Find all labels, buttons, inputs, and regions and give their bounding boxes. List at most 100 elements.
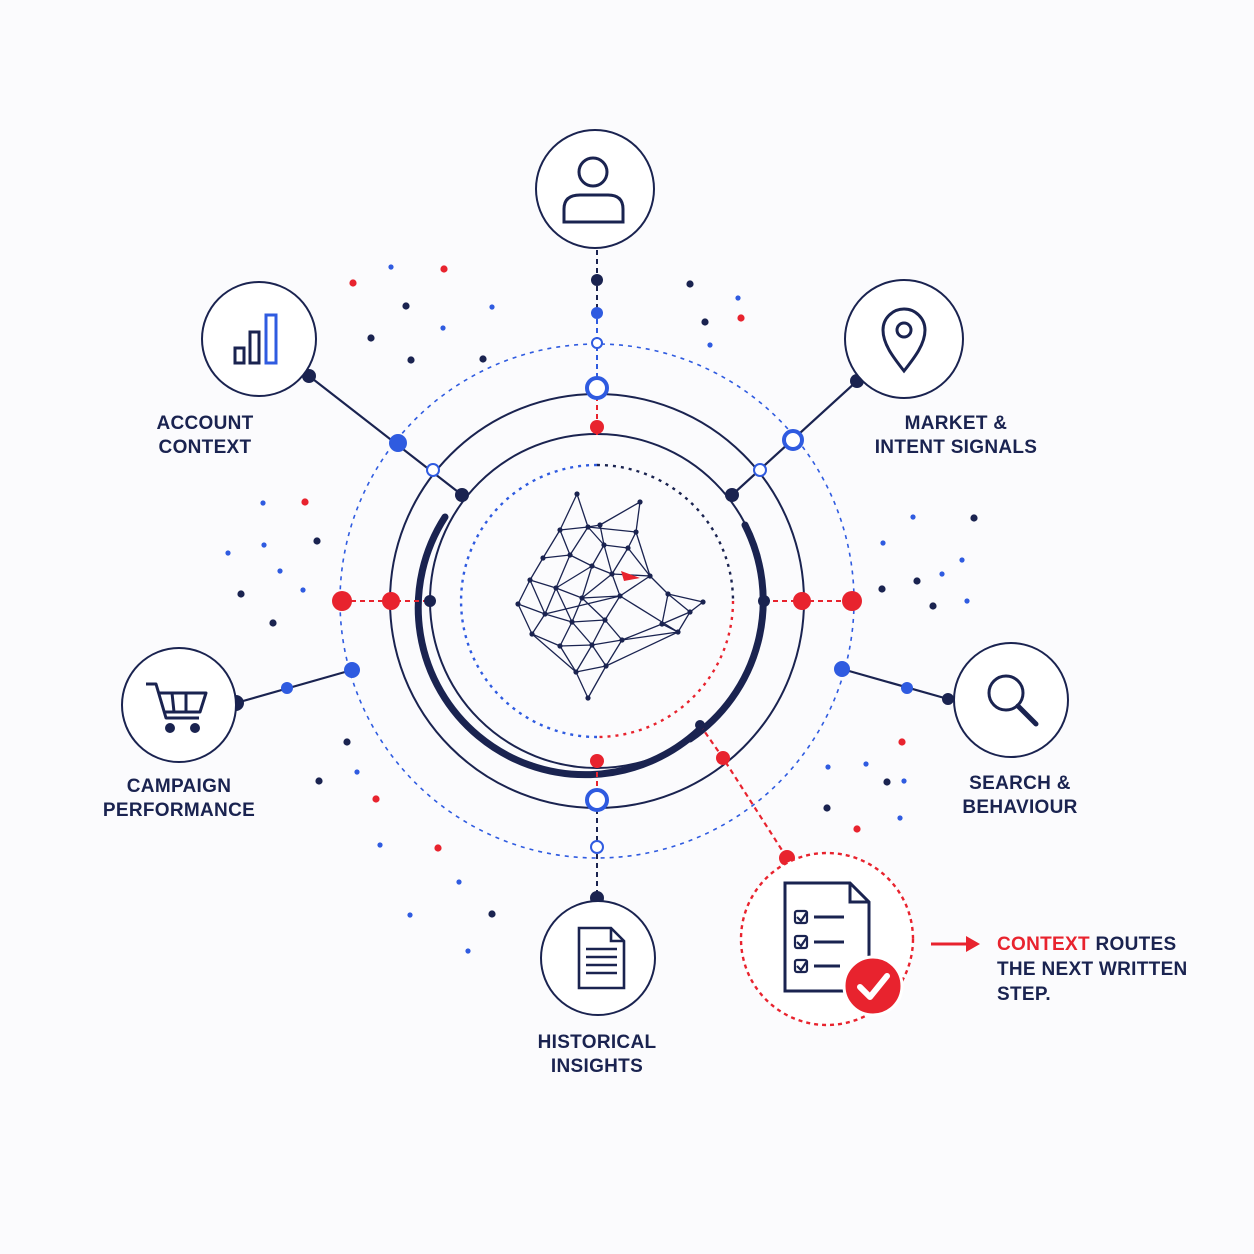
shopping-cart-icon xyxy=(146,682,208,733)
location-pin-icon xyxy=(881,307,927,374)
wolf-edge xyxy=(619,595,679,633)
node-label-market: MARKET & INTENT SIGNALS xyxy=(856,412,1056,460)
node-label-campaign: CAMPAIGN PERFORMANCE xyxy=(79,775,279,823)
wolf-edge xyxy=(591,565,613,575)
wolf-edge xyxy=(661,611,691,625)
wolf-vertex xyxy=(675,629,681,635)
connector-dot xyxy=(590,420,604,434)
bar-chart-icon xyxy=(233,313,278,365)
wolf-edge xyxy=(559,529,571,556)
wolf-edge xyxy=(581,597,606,621)
wolf-vertex xyxy=(574,491,580,497)
node-label-line: BEHAVIOUR xyxy=(962,797,1078,818)
wolf-vertex xyxy=(542,611,548,617)
wolf-edge xyxy=(575,644,593,673)
connector-search xyxy=(841,667,949,701)
wolf-edge xyxy=(611,547,629,575)
wolf-edge xyxy=(517,579,531,605)
wolf-edge xyxy=(569,554,593,567)
particle-dot xyxy=(456,879,462,885)
node-label-account: ACCOUNT CONTEXT xyxy=(105,412,305,460)
wolf-vertex xyxy=(585,524,591,530)
wolf-edge xyxy=(677,611,691,633)
wolf-vertex xyxy=(659,621,665,627)
wolf-edge xyxy=(531,613,546,635)
particle-dot xyxy=(349,279,357,287)
wolf-vertex xyxy=(585,695,591,701)
wolf-vertex xyxy=(589,642,595,648)
wolf-edge xyxy=(581,573,613,599)
wolf-vertex xyxy=(665,591,671,597)
wolf-edge xyxy=(531,633,577,673)
particle-dot xyxy=(878,585,886,593)
wolf-edge xyxy=(555,565,593,589)
wolf-head-icon xyxy=(515,491,706,701)
wolf-edge xyxy=(529,579,546,615)
node-label-search: SEARCH & BEHAVIOUR xyxy=(920,772,1120,820)
callout-line-3: STEP. xyxy=(997,984,1051,1005)
node-historical[interactable] xyxy=(540,900,656,1016)
wolf-edge xyxy=(627,547,651,577)
output-callout: CONTEXT ROUTES THE NEXT WRITTEN STEP. xyxy=(997,932,1188,1007)
particle-dot xyxy=(913,577,921,585)
particle-dot xyxy=(313,537,321,545)
connector-dot xyxy=(695,720,705,730)
particle-dot xyxy=(901,778,907,784)
particle-dot xyxy=(377,842,383,848)
wolf-edge xyxy=(559,621,573,647)
node-market[interactable] xyxy=(844,279,964,399)
wolf-edge xyxy=(571,619,606,623)
node-user[interactable] xyxy=(535,129,655,249)
node-label-line: INSIGHTS xyxy=(550,1056,644,1077)
wolf-edge xyxy=(581,595,621,599)
node-label-historical: HISTORICAL INSIGHTS xyxy=(497,1031,697,1079)
wolf-vertex xyxy=(527,577,533,583)
wolf-edge xyxy=(667,593,691,613)
connector-output xyxy=(699,724,788,859)
wolf-edge xyxy=(591,644,607,667)
wolf-edge xyxy=(603,544,613,575)
thick-arc-right xyxy=(686,521,767,743)
wolf-edge xyxy=(661,593,669,625)
wolf-edge xyxy=(559,526,589,531)
wolf-edge xyxy=(599,524,605,546)
wolf-edge xyxy=(621,623,663,641)
connector-dot xyxy=(332,591,352,611)
wolf-edge xyxy=(581,565,593,599)
node-label-line: INTENT SIGNALS xyxy=(874,437,1038,458)
particle-dot xyxy=(465,948,471,954)
particle-dot xyxy=(964,598,970,604)
particle-dot xyxy=(388,264,394,270)
node-label-line: HISTORICAL xyxy=(537,1032,657,1053)
particle-dot xyxy=(354,769,360,775)
document-icon xyxy=(577,926,626,990)
particle-dot xyxy=(939,571,945,577)
node-search[interactable] xyxy=(953,642,1069,758)
wolf-edge xyxy=(559,493,578,531)
particle-dot xyxy=(853,825,861,833)
wolf-edge xyxy=(604,595,621,621)
node-label-line: CAMPAIGN xyxy=(126,776,232,797)
callout-accent: CONTEXT xyxy=(997,934,1090,955)
wolf-edge xyxy=(627,531,637,549)
wolf-vertex xyxy=(553,585,559,591)
wolf-edge xyxy=(555,587,583,599)
wolf-vertex xyxy=(567,552,573,558)
node-account[interactable] xyxy=(201,281,317,397)
node-output[interactable] xyxy=(739,851,915,1027)
particle-dot xyxy=(737,314,745,322)
connector-open-dot xyxy=(591,337,603,349)
particle-dot xyxy=(880,540,886,546)
node-campaign[interactable] xyxy=(121,647,237,763)
node-label-line: ACCOUNT xyxy=(156,413,254,434)
connector-dot xyxy=(281,682,293,694)
wolf-edge xyxy=(544,613,573,623)
wolf-vertex xyxy=(557,527,563,533)
wolf-vertex xyxy=(540,555,546,561)
particle-dot xyxy=(225,550,231,556)
wolf-edge xyxy=(605,631,679,667)
wolf-edge xyxy=(591,544,605,567)
connector-dot xyxy=(758,595,770,607)
connector-open-dot xyxy=(753,463,767,477)
